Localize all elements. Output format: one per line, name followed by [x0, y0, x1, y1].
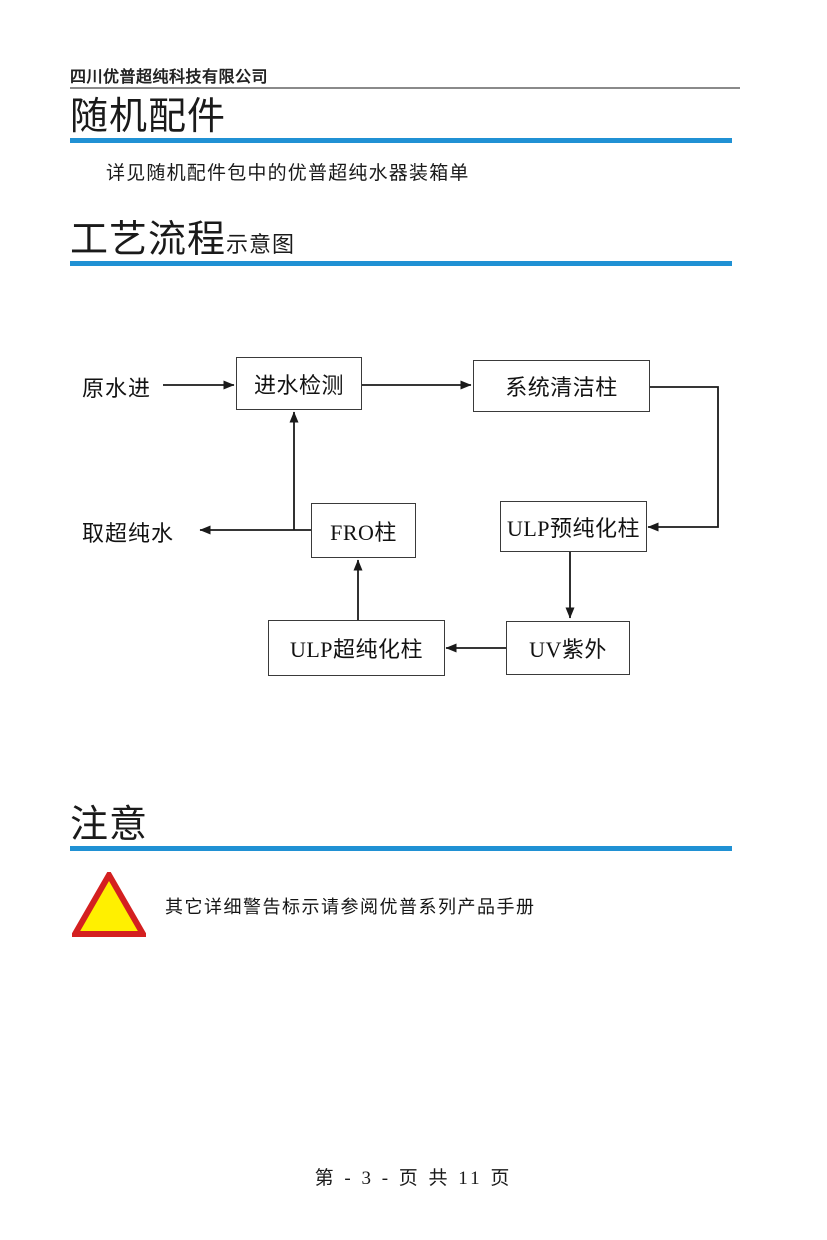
- section-title-sub: 示意图: [226, 232, 296, 257]
- flow-node-label: ULP预纯化柱: [506, 515, 641, 541]
- flow-node-fro[interactable]: FRO柱: [311, 503, 416, 558]
- section-heading-process-flow: 工艺流程示意图: [70, 221, 295, 259]
- section-title-main: 工艺流程: [70, 219, 227, 261]
- section-rule-notice: [70, 846, 732, 851]
- flow-node-label: FRO柱: [330, 519, 397, 545]
- company-name: 四川优普超纯科技有限公司: [70, 67, 269, 86]
- flow-node-system-clean[interactable]: 系统清洁柱: [473, 360, 650, 412]
- section-rule-process-flow: [70, 261, 732, 266]
- flow-node-ulp-pre[interactable]: ULP预纯化柱: [500, 501, 647, 552]
- flow-node-inlet-test[interactable]: 进水检测: [236, 357, 362, 410]
- flow-label-ultrapure-out: 取超纯水: [82, 521, 175, 546]
- accessories-body-text: 详见随机配件包中的优普超纯水器装箱单: [106, 163, 470, 184]
- section-heading-notice: 注意: [70, 806, 148, 844]
- edge-systemclean-to-ulppre: [647, 386, 719, 532]
- section-title-main: 注意: [70, 804, 149, 846]
- flow-label-raw-water-in: 原水进: [82, 376, 152, 401]
- flow-node-ulp-ultra[interactable]: ULP超纯化柱: [268, 620, 445, 676]
- page-footer: 第 - 3 - 页 共 11 页: [314, 1168, 513, 1189]
- flow-node-label: 进水检测: [253, 372, 344, 398]
- section-title-main: 随机配件: [70, 96, 227, 138]
- flow-node-label: ULP超纯化柱: [289, 637, 424, 662]
- section-rule-accessories: [70, 138, 732, 143]
- warning-triangle-icon: [72, 872, 146, 937]
- flow-node-label: 系统清洁柱: [505, 375, 618, 400]
- header-divider: [70, 87, 740, 89]
- section-heading-accessories: 随机配件: [70, 98, 226, 136]
- flow-node-uv[interactable]: UV紫外: [506, 621, 630, 675]
- notice-body-text: 其它详细警告标示请参阅优普系列产品手册: [165, 897, 536, 918]
- flow-node-label: UV紫外: [529, 637, 607, 662]
